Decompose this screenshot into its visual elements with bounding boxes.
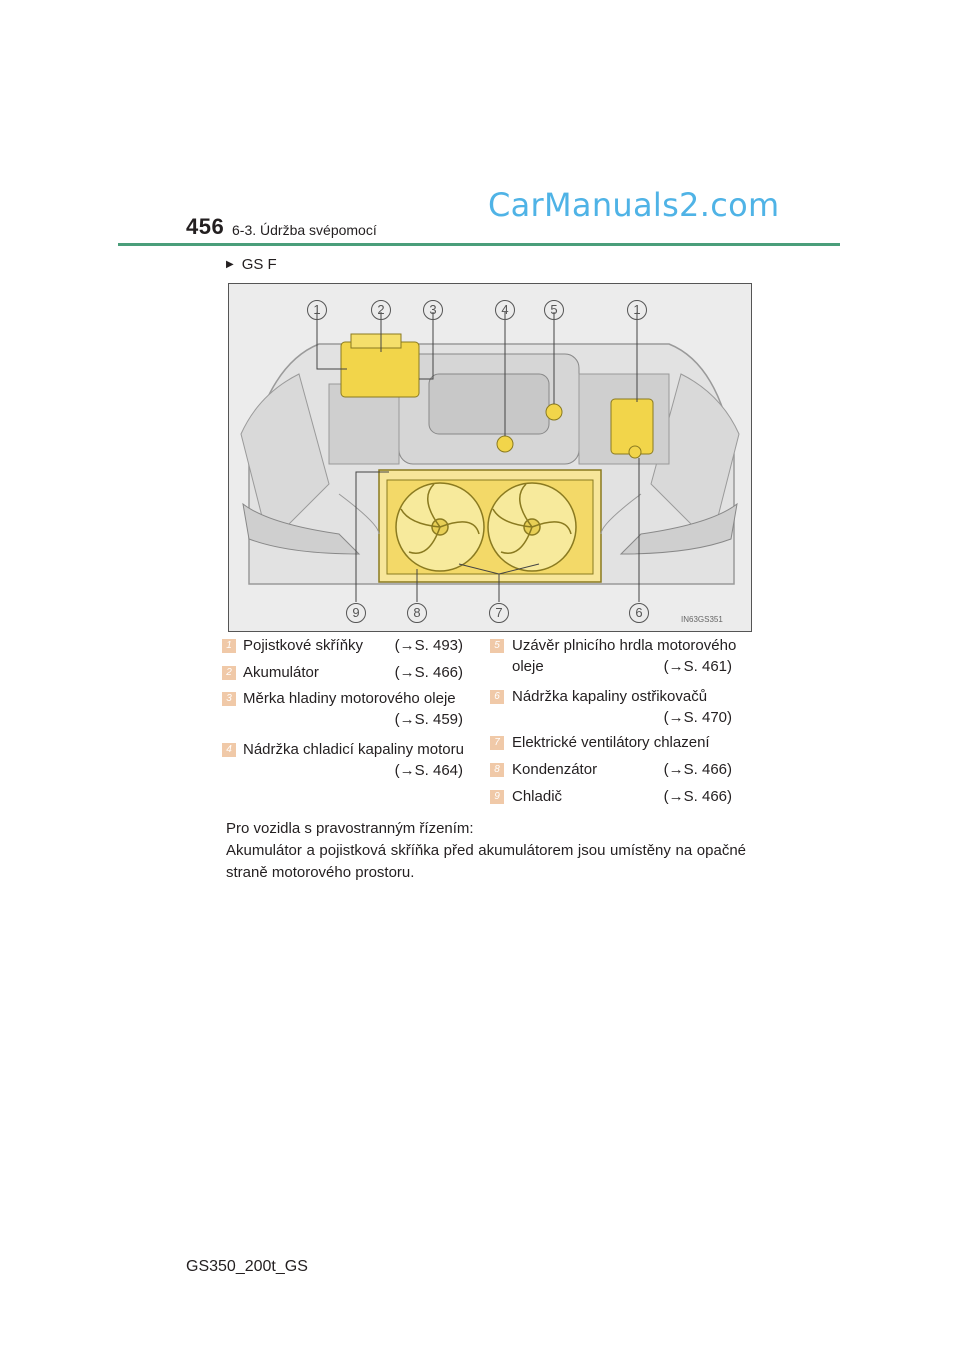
legend-label-5: Uzávěr plnicího hrdla motorového: [512, 637, 737, 654]
legend-number-8: 8: [490, 763, 504, 777]
legend-ref-5: (→S. 461): [663, 658, 732, 675]
callout-3: 3: [423, 300, 443, 320]
legend-label-9: Chladič: [512, 788, 563, 805]
legend-ref-3: (→S. 459): [394, 711, 463, 728]
legend-ref-6: (→S. 470): [663, 709, 732, 726]
page-number: 456: [186, 214, 225, 239]
legend-ref-1: (→S. 493): [394, 637, 463, 654]
model-heading: ▶ GS F: [226, 256, 277, 273]
callout-1-right: 1: [627, 300, 647, 320]
legend-number-7: 7: [490, 736, 504, 750]
callout-4: 4: [495, 300, 515, 320]
callout-5: 5: [544, 300, 564, 320]
footer-model-code: GS350_200t_GS: [186, 1258, 308, 1275]
legend-number-1: 1: [222, 639, 236, 653]
body-line-1: Pro vozidla s pravostranným řízením:: [226, 820, 474, 837]
engine-compartment-figure: 1 2 3 4 5 1 9 8 7 6 IN63GS351: [228, 283, 752, 632]
legend-number-2: 2: [222, 666, 236, 680]
model-heading-text: GS F: [241, 256, 277, 273]
callout-2: 2: [371, 300, 391, 320]
legend-ref-2: (→S. 466): [394, 664, 463, 681]
legend-ref-9: (→S. 466): [663, 788, 732, 805]
legend-ref-8: (→S. 466): [663, 761, 732, 778]
callout-8: 8: [407, 603, 427, 623]
legend-label-3: Měrka hladiny motorového oleje: [243, 690, 456, 707]
legend-number-4: 4: [222, 743, 236, 757]
legend-label-1: Pojistkové skříňky: [243, 637, 364, 654]
callout-7: 7: [489, 603, 509, 623]
callout-9: 9: [346, 603, 366, 623]
legend-label-7: Elektrické ventilátory chlazení: [512, 734, 710, 751]
header-divider: [118, 243, 840, 246]
section-title: 6-3. Údržba svépomocí: [232, 222, 377, 238]
legend-label-5b: oleje: [512, 658, 544, 675]
legend-number-6: 6: [490, 690, 504, 704]
watermark-logo: CarManuals2.com: [488, 186, 780, 224]
legend-ref-4: (→S. 464): [394, 762, 463, 779]
callout-1: 1: [307, 300, 327, 320]
legend-label-2: Akumulátor: [243, 664, 319, 681]
callout-6: 6: [629, 603, 649, 623]
engine-illustration: [240, 312, 740, 602]
legend-label-8: Kondenzátor: [512, 761, 598, 778]
legend-number-5: 5: [490, 639, 504, 653]
legend-label-4: Nádržka chladicí kapaliny motoru: [243, 741, 464, 758]
body-line-2: Akumulátor a pojistková skříňka před aku…: [226, 842, 746, 881]
body-text: Pro vozidla s pravostranným řízením: Aku…: [226, 818, 746, 884]
legend-number-9: 9: [490, 790, 504, 804]
legend-number-3: 3: [222, 692, 236, 706]
legend-label-6: Nádržka kapaliny ostřikovačů: [512, 688, 708, 705]
figure-code: IN63GS351: [681, 615, 723, 624]
triangle-bullet-icon: ▶: [226, 259, 234, 270]
